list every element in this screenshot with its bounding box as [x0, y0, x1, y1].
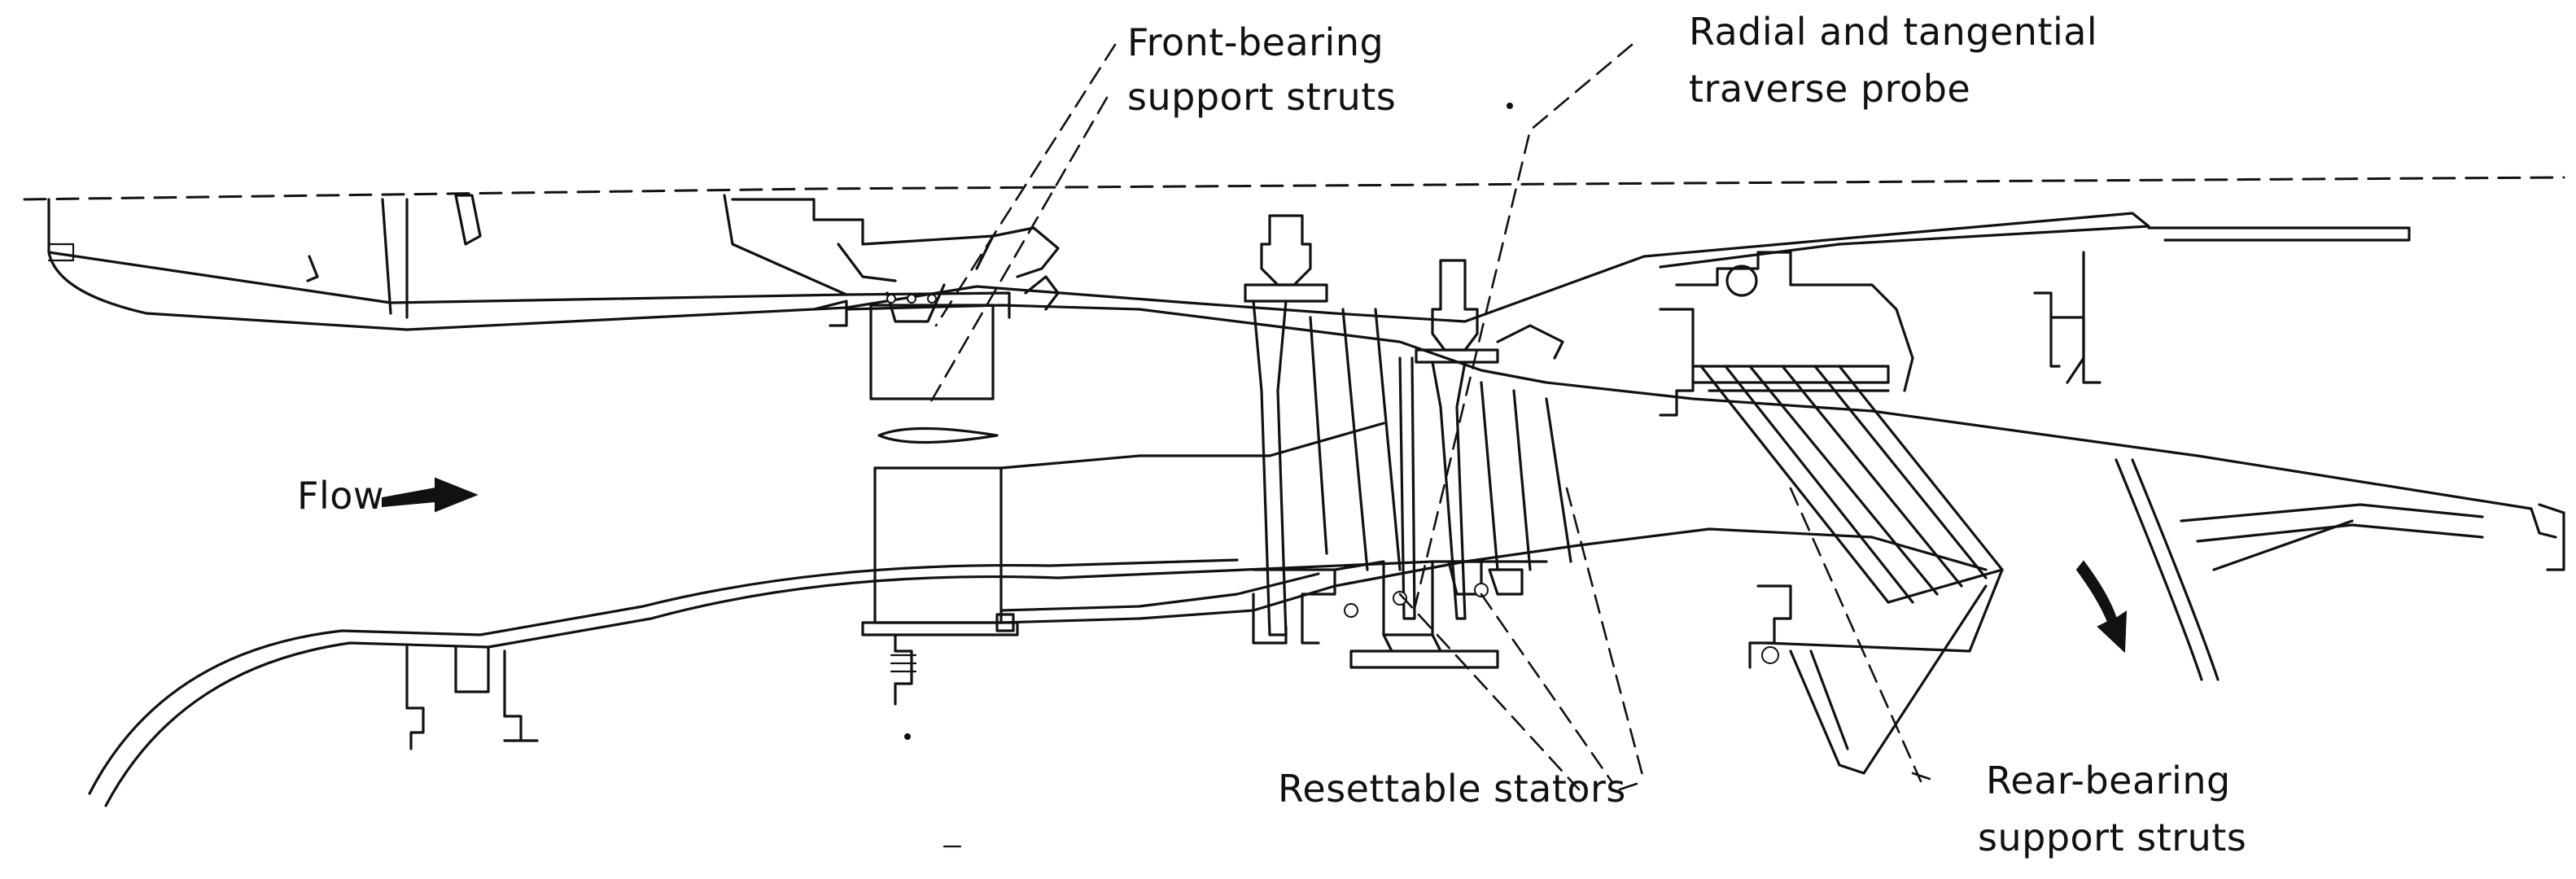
outer-casing [47, 194, 2150, 331]
label-radial-probe-line2: traverse probe [1689, 67, 1970, 111]
exhaust-flow-arrow-icon [2075, 560, 2128, 654]
front-bearing-leader-1 [934, 43, 1117, 327]
label-front-bearing-line1: Front-bearing [1127, 20, 1384, 64]
label-resettable-stators: Resettable stators [1278, 767, 1626, 811]
stator-leader-3 [1565, 487, 1646, 783]
label-front-bearing-line2: support struts [1127, 75, 1396, 119]
stator-leader-2 [1480, 593, 1613, 783]
flow-arrow-icon [382, 477, 479, 513]
front-strut-airfoil [877, 426, 999, 444]
stator-leader-4 [1618, 780, 1646, 791]
stator-leader-1 [1398, 593, 1581, 791]
label-rear-bearing-line1: Rear-bearing [1986, 759, 2231, 802]
front-bearing-strut-upper [845, 291, 1011, 400]
label-radial-probe-line1: Radial and tangential [1689, 10, 2097, 54]
label-flow: Flow [297, 474, 384, 518]
label-rear-bearing-line2: support struts [1978, 816, 2246, 859]
speck [1507, 103, 1513, 109]
stage-section [1244, 214, 1572, 669]
inlet-lower-lip [88, 558, 1548, 807]
rear-bearing-assembly [1659, 251, 2004, 775]
exhaust-duct [2033, 226, 2565, 681]
front-bearing-leader-2 [926, 96, 1109, 409]
front-bearing-strut-lower [861, 466, 1019, 706]
probe-leader [1410, 43, 1634, 620]
engine-centerline [23, 176, 2565, 201]
rear-bearing-leader [1789, 487, 1939, 783]
speck [904, 733, 911, 740]
